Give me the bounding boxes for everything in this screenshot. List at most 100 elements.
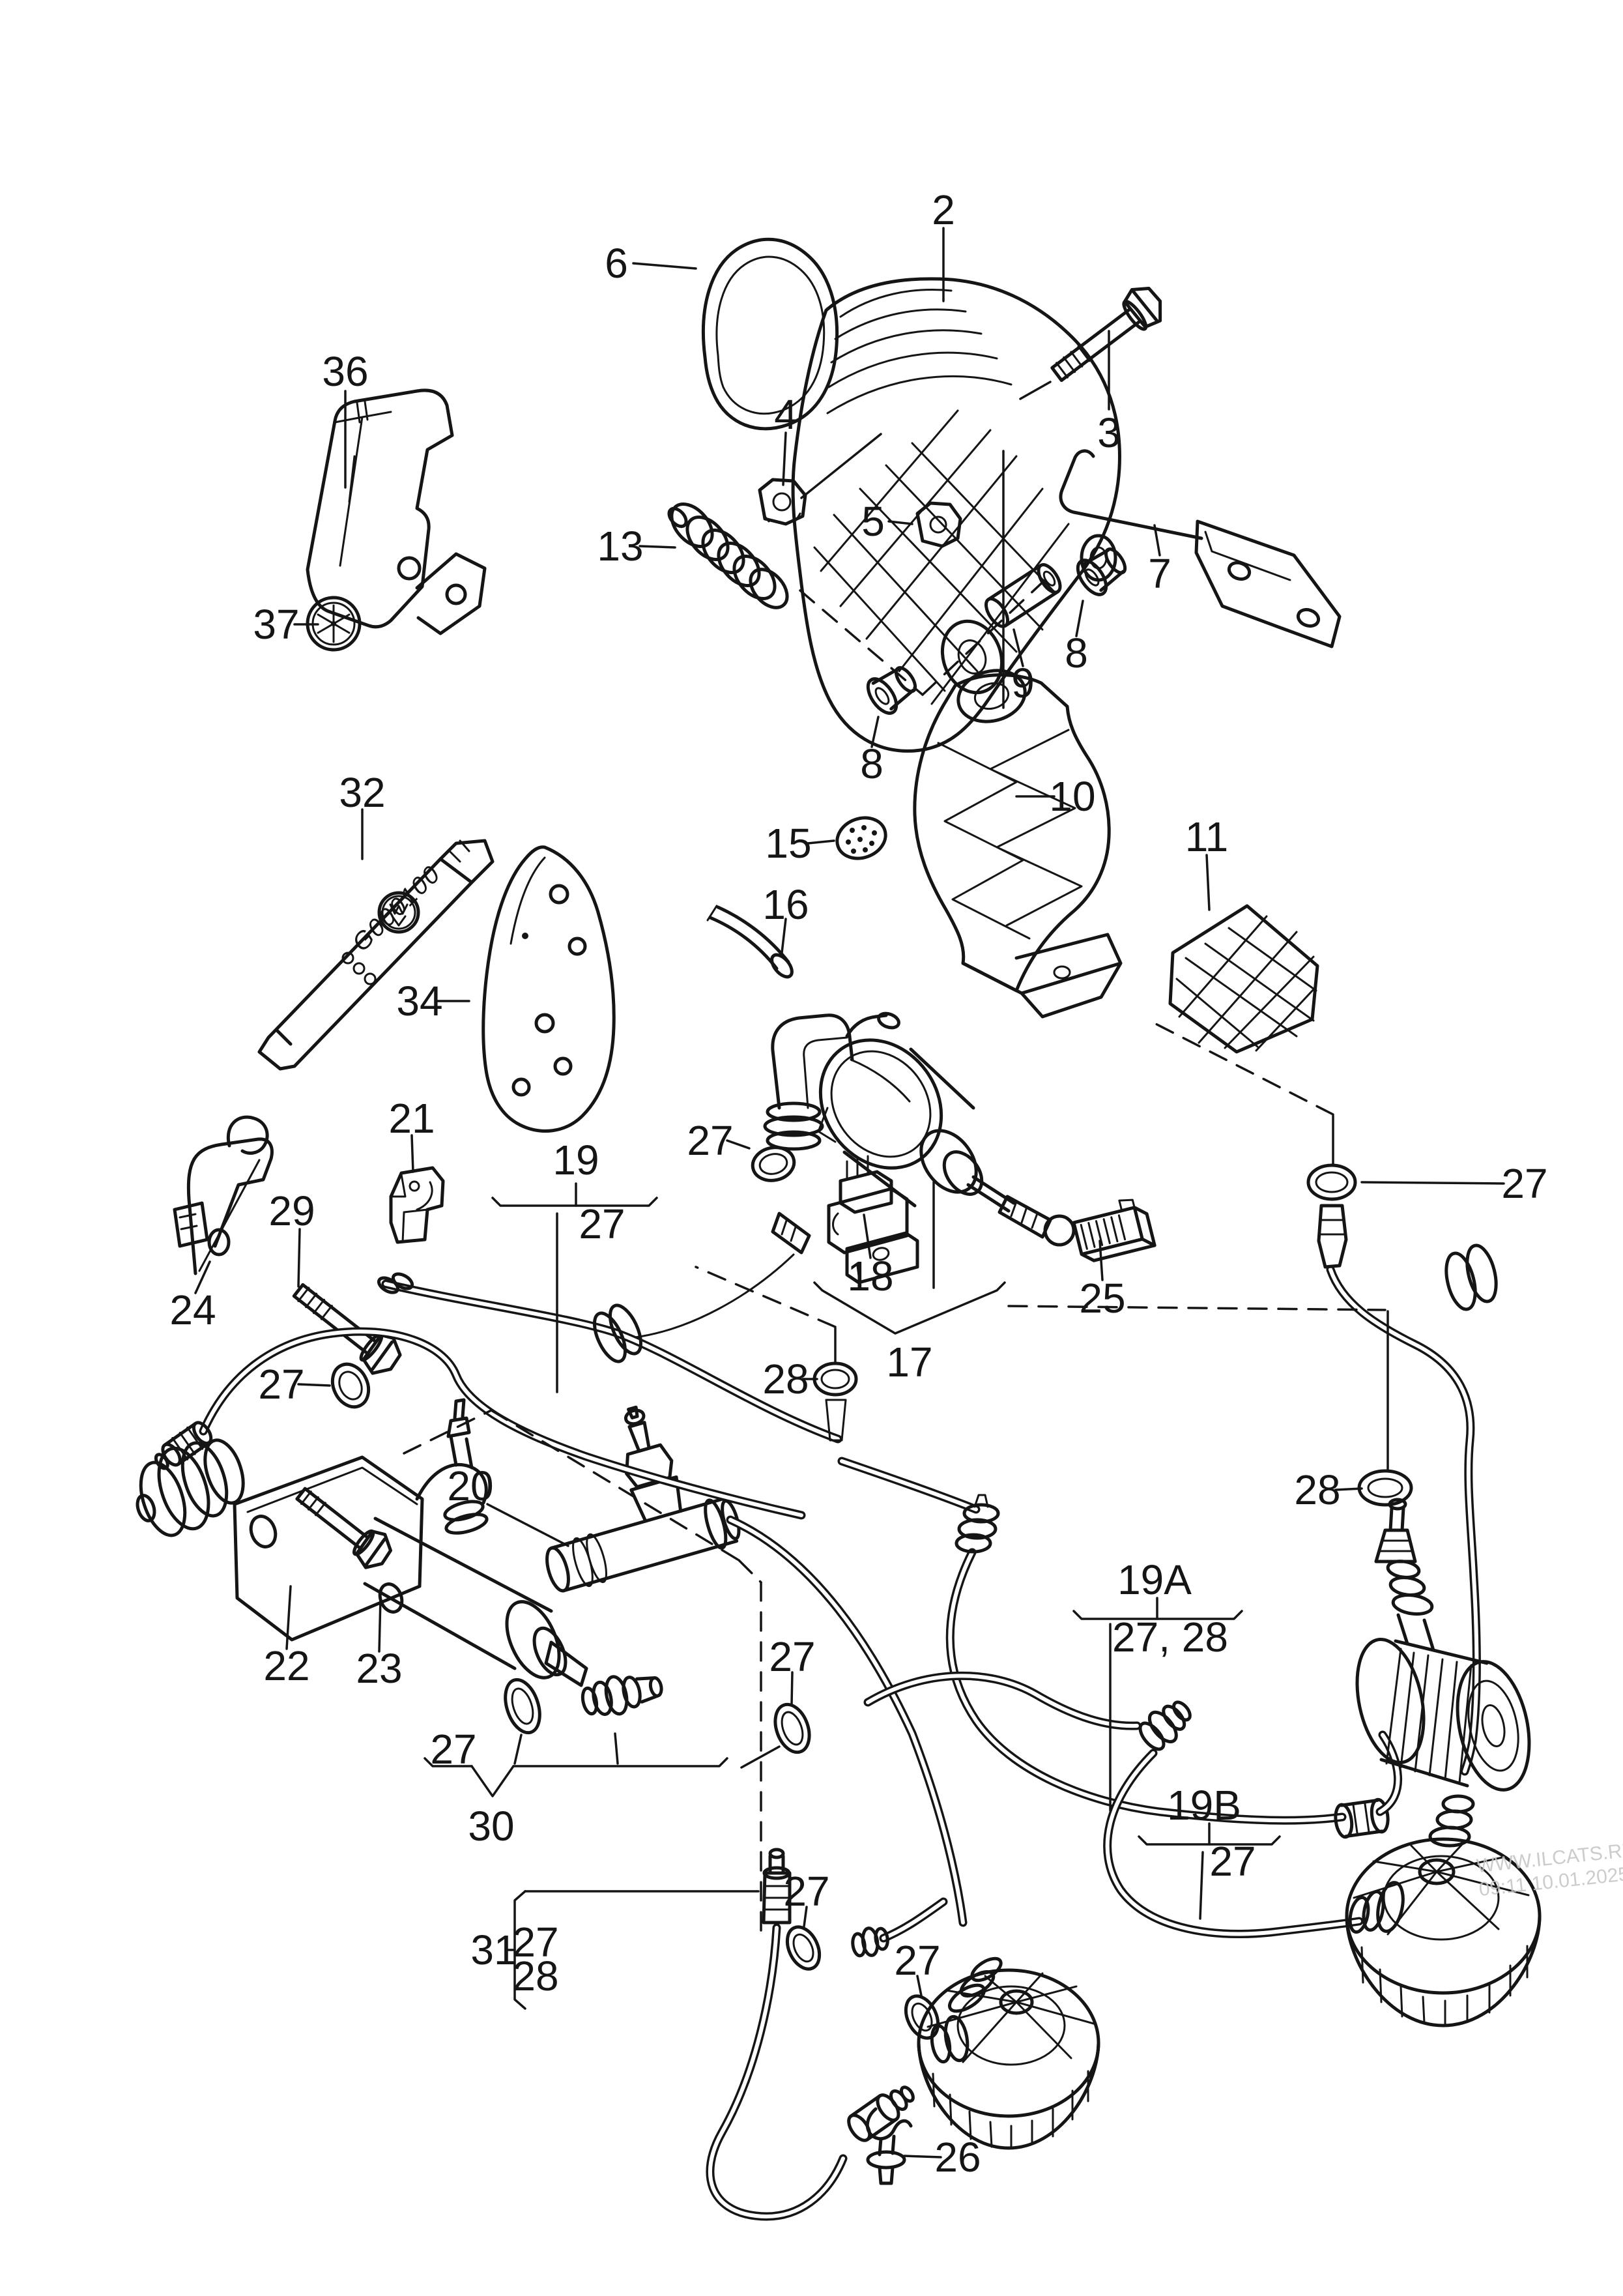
callout-leader-line (738, 1559, 762, 1584)
pipe-right-run (1317, 1204, 1498, 1776)
part-callout-13[interactable]: 13 (597, 523, 643, 570)
part-callout-25[interactable]: 25 (1079, 1275, 1125, 1322)
callout-leader-line (513, 1734, 523, 1765)
part-callout-18[interactable]: 18 (847, 1253, 893, 1300)
hose-coupler (762, 1848, 792, 1925)
hose-19B-fitting (1138, 1700, 1192, 1751)
pipe-end-nipple (634, 1212, 811, 1339)
callout-leader-line (1199, 1851, 1204, 1920)
part-callout-11[interactable]: 11 (1185, 813, 1228, 860)
pipe-grommet (593, 1303, 642, 1363)
pedal-switch-18 (827, 1155, 919, 1285)
part-callout-27[interactable]: 27 (687, 1117, 733, 1164)
part-callout-23[interactable]: 23 (356, 1645, 402, 1692)
part-callout-19A[interactable]: 19A (1117, 1556, 1192, 1603)
clutch-slave-cylinder-23 (136, 1398, 588, 1687)
part-callout-22[interactable]: 22 (263, 1642, 309, 1689)
nut-5 (915, 501, 962, 548)
part-callout-30[interactable]: 30 (468, 1803, 514, 1850)
callout-leader-line (1153, 524, 1161, 557)
part-callout-5[interactable]: 5 (861, 498, 885, 545)
callout-leader-line (285, 1585, 292, 1650)
slave-damper-bottom-right (1345, 1794, 1542, 2027)
part-callout-27[interactable]: 27 (579, 1200, 625, 1247)
part-callout-16[interactable]: 16 (762, 881, 809, 928)
part-callout-24[interactable]: 24 (169, 1286, 216, 1333)
part-callout-4[interactable]: 4 (774, 391, 797, 438)
part-callout-20[interactable]: 20 (447, 1462, 493, 1509)
part-callout-28[interactable]: 28 (762, 1356, 809, 1402)
part-callout-28[interactable]: 28 (1294, 1466, 1340, 1513)
part-callout-34[interactable]: 34 (396, 978, 442, 1024)
part-callout-8[interactable]: 8 (1065, 630, 1088, 676)
callout-leader-line (491, 1197, 658, 1207)
part-callout-10[interactable]: 10 (1049, 773, 1095, 820)
callout-leader-line (916, 1975, 923, 1997)
hose-19B (863, 1671, 1364, 1938)
part-callout-7[interactable]: 7 (1148, 550, 1171, 597)
pipe-right-fitting (1317, 1204, 1348, 1269)
part-callout-31[interactable]: 31 (470, 1926, 517, 1973)
part-callout-37[interactable]: 37 (253, 601, 299, 648)
part-callout-27-28[interactable]: 27, 28 (1112, 1614, 1228, 1661)
part-callout-3[interactable]: 3 (1097, 409, 1121, 456)
callout-leader-line (781, 918, 787, 954)
part-callout-27[interactable]: 27 (1501, 1160, 1547, 1207)
hose-30 (726, 1515, 968, 1958)
clutch-pedal-10 (913, 669, 1123, 1019)
hose-31 (706, 1848, 915, 2221)
part-callout-28[interactable]: 28 (512, 1953, 558, 1999)
hose-19A-union (1334, 1797, 1390, 1839)
callout-leader-line (782, 431, 787, 486)
bolt-29 (292, 1283, 402, 1375)
callout-leader-line (1205, 854, 1211, 911)
part-callout-32[interactable]: 32 (339, 769, 385, 816)
part-callout-27[interactable]: 27 (894, 1937, 940, 1984)
part-callout-27[interactable]: 27 (769, 1633, 815, 1680)
callout-leader-line (1019, 381, 1052, 400)
part-callout-2[interactable]: 2 (932, 186, 955, 233)
callout-leader-line (1007, 1305, 1386, 1311)
part-callout-27[interactable]: 27 (430, 1726, 476, 1773)
part-callout-27[interactable]: 27 (783, 1868, 829, 1915)
sealant-tube-32 (257, 839, 495, 1071)
part-callout-17[interactable]: 17 (886, 1339, 932, 1386)
callout-leader-line (1360, 1181, 1505, 1185)
part-callout-26[interactable]: 26 (934, 2134, 981, 2181)
callout-leader-line (800, 433, 882, 499)
pipe-19-bundle (154, 1212, 842, 1520)
callout-leader-line (1013, 628, 1024, 667)
part-callout-29[interactable]: 29 (268, 1187, 315, 1234)
part-callout-36[interactable]: 36 (322, 348, 368, 395)
part-callout-9[interactable]: 9 (1011, 660, 1035, 706)
part-callout-21[interactable]: 21 (388, 1095, 435, 1142)
pedal-stop-15 (835, 816, 887, 860)
part-callout-6[interactable]: 6 (605, 240, 628, 287)
part-callout-15[interactable]: 15 (765, 820, 811, 867)
callout-leader-line (403, 1409, 493, 1455)
connector-25 (1072, 1199, 1156, 1262)
spring-13 (667, 502, 789, 609)
callout-leader-line (726, 1139, 751, 1150)
callout-leader-line (424, 1757, 473, 1767)
part-callout-19B[interactable]: 19B (1167, 1782, 1241, 1829)
part-callout-27[interactable]: 27 (512, 1919, 558, 1966)
bushing-8-upper (1076, 547, 1127, 596)
callout-leader-line (632, 262, 697, 270)
callout-leader-line (856, 1263, 861, 1286)
callout-leader-line (194, 1260, 211, 1294)
part-callout-19[interactable]: 19 (553, 1137, 599, 1184)
pedal-bracket-housing-2 (791, 277, 1121, 753)
callout-leader-line (803, 1906, 808, 1928)
part-callout-27[interactable]: 27 (258, 1361, 304, 1408)
part-callout-8[interactable]: 8 (860, 740, 883, 787)
bolt-3 (1050, 286, 1162, 383)
callout-leader-line (639, 545, 676, 549)
watermark: WWW.ILCATS.RU 09:11 10.01.2025 (1476, 1839, 1623, 1900)
part-callout-27[interactable]: 27 (1209, 1838, 1256, 1885)
callout-leader-line (740, 1745, 781, 1769)
hose-16 (706, 905, 794, 979)
bushing-8-lower (866, 666, 917, 715)
support-bracket-36 (306, 388, 487, 635)
